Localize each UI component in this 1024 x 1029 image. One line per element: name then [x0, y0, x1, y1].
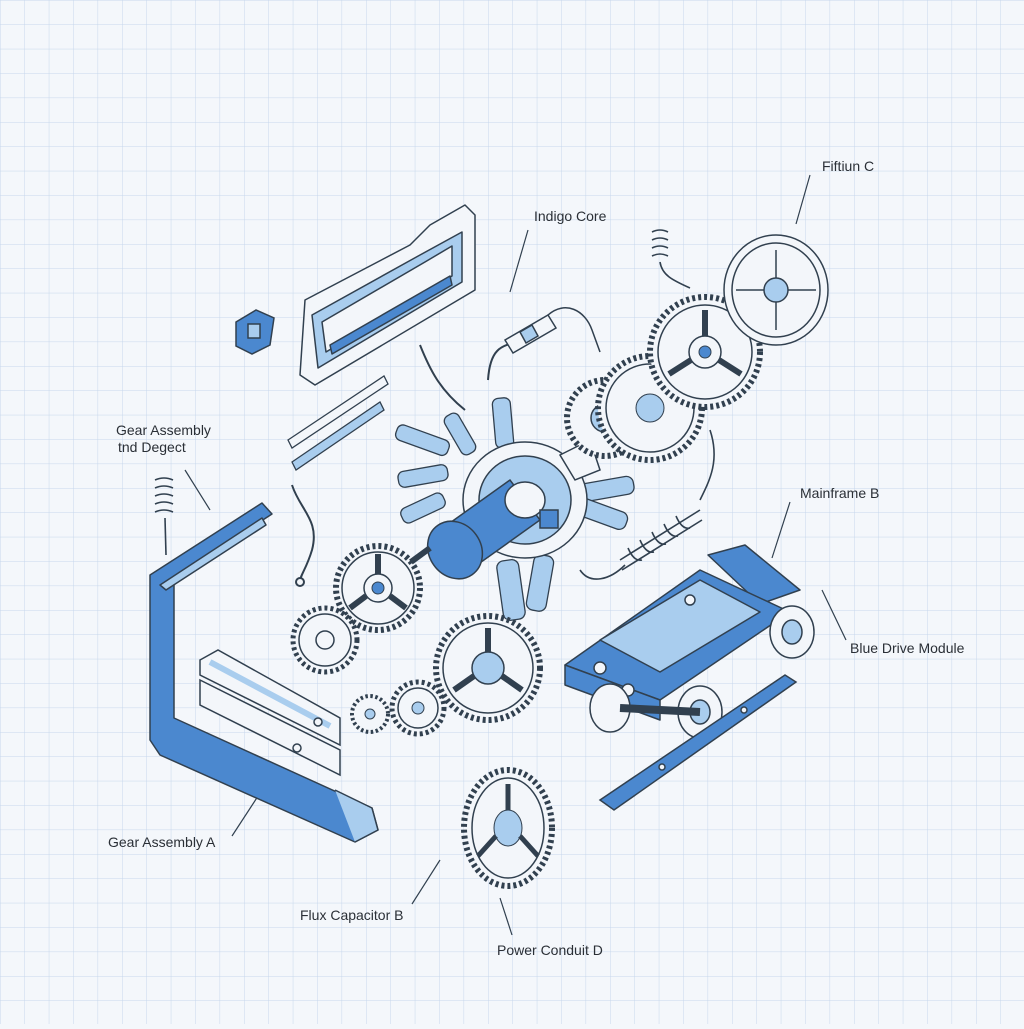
blue-drive-module	[564, 544, 801, 721]
label-gear-assembly-top-line2: tnd Degect	[118, 439, 186, 455]
label-flux-capacitor-b: Flux Capacitor B	[300, 907, 404, 923]
label-blue-drive-module: Blue Drive Module	[850, 640, 965, 656]
gear-tiny-bottom	[350, 694, 390, 734]
gear-power-conduit	[461, 767, 555, 889]
gear-small-left	[290, 605, 360, 675]
stacked-bars	[199, 649, 341, 777]
label-indigo-core: Indigo Core	[534, 208, 607, 224]
gear-right-3	[647, 294, 763, 410]
leader-lines	[184, 174, 847, 936]
leader-fiftiun-c	[795, 174, 811, 225]
leader-mainframe-b	[771, 501, 791, 559]
label-gear-assembly-top-line1: Gear Assembly	[116, 422, 211, 438]
label-gear-assembly-a: Gear Assembly A	[108, 834, 216, 850]
spring-right	[579, 429, 715, 580]
indigo-core-motor	[398, 438, 601, 580]
leader-flux-capacitor	[411, 859, 441, 905]
radial-fins	[394, 397, 635, 621]
small-block	[235, 309, 275, 355]
label-power-conduit-d: Power Conduit D	[497, 942, 603, 958]
thin-rods	[287, 375, 389, 471]
leader-indigo-core	[509, 229, 529, 293]
gear-center-bottom	[433, 613, 543, 723]
pulley-fiftiun-c	[723, 234, 829, 346]
drive-rail	[598, 674, 798, 811]
gear-small-bottom	[389, 679, 447, 737]
label-gear-assembly-top: Gear Assembly tnd Degect	[116, 422, 211, 456]
leader-blue-drive	[821, 589, 847, 641]
fuse-component	[503, 307, 601, 355]
spring-left	[154, 477, 174, 556]
spring-top	[651, 229, 691, 289]
label-fiftiun-c: Fiftiun C	[822, 158, 875, 174]
leader-power-conduit	[499, 897, 513, 936]
gear-a-left	[333, 543, 423, 633]
label-mainframe-b: Mainframe B	[800, 485, 880, 501]
leader-gear-assembly-top	[184, 469, 211, 511]
top-frame	[299, 204, 476, 386]
gear-assembly-a-bracket	[149, 502, 379, 843]
